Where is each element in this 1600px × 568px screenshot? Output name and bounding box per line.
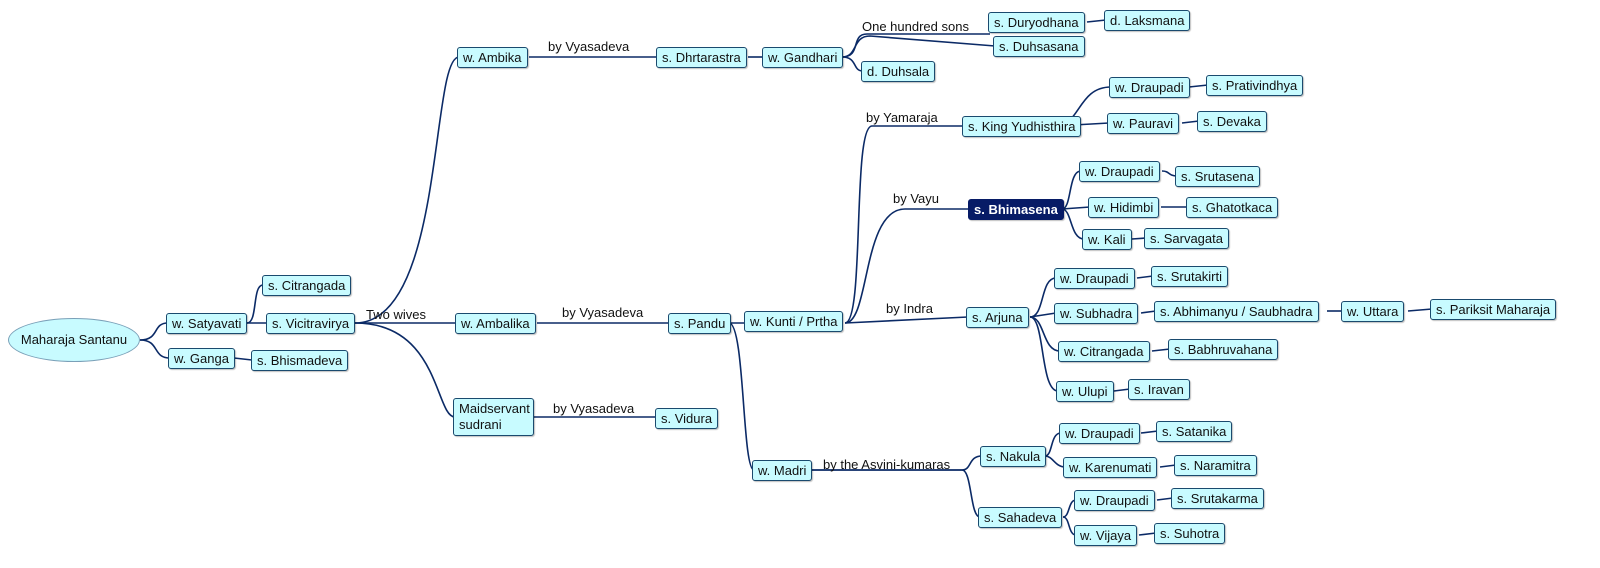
node-bhismadeva[interactable]: s. Bhismadeva xyxy=(251,350,349,371)
node-sahadeva-draupadi[interactable]: w. Draupadi xyxy=(1074,490,1155,511)
node-satyavati[interactable]: w. Satyavati xyxy=(166,313,248,334)
node-ambalika[interactable]: w. Ambalika xyxy=(455,313,536,334)
node-abhimanyu[interactable]: s. Abhimanyu / Saubhadra xyxy=(1154,301,1319,322)
node-yudhisthira-draupadi[interactable]: w. Draupadi xyxy=(1109,77,1190,98)
node-laksmana[interactable]: d. Laksmana xyxy=(1104,10,1191,31)
node-srutakarma[interactable]: s. Srutakarma xyxy=(1171,488,1264,509)
node-ghatotkaca[interactable]: s. Ghatotkaca xyxy=(1186,197,1279,218)
node-bhimasena[interactable]: s. Bhimasena xyxy=(968,199,1064,220)
node-satanika[interactable]: s. Satanika xyxy=(1156,421,1233,442)
node-prativindhya[interactable]: s. Prativindhya xyxy=(1206,75,1304,96)
label-by-vyasadeva-ambalika: by Vyasadeva xyxy=(562,305,644,320)
node-naramitra[interactable]: s. Naramitra xyxy=(1174,455,1257,476)
node-gandhari[interactable]: w. Gandhari xyxy=(762,47,844,68)
node-ambika[interactable]: w. Ambika xyxy=(457,47,528,68)
label-by-yamaraja: by Yamaraja xyxy=(866,110,938,125)
label-by-vyasadeva-ambika: by Vyasadeva xyxy=(548,39,630,54)
node-yudhisthira[interactable]: s. King Yudhisthira xyxy=(962,116,1082,137)
node-arjuna-draupadi[interactable]: w. Draupadi xyxy=(1054,268,1135,289)
node-madri[interactable]: w. Madri xyxy=(752,460,813,481)
node-nakula[interactable]: s. Nakula xyxy=(980,446,1047,467)
node-subhadra[interactable]: w. Subhadra xyxy=(1054,303,1139,324)
node-srutakirti[interactable]: s. Srutakirti xyxy=(1151,266,1229,287)
node-srutasena[interactable]: s. Srutasena xyxy=(1175,166,1260,187)
node-sahadeva[interactable]: s. Sahadeva xyxy=(978,507,1063,528)
node-nakula-draupadi[interactable]: w. Draupadi xyxy=(1059,423,1140,444)
node-pandu[interactable]: s. Pandu xyxy=(668,313,732,334)
node-duryodhana[interactable]: s. Duryodhana xyxy=(988,12,1085,33)
label-by-vayu: by Vayu xyxy=(893,191,940,206)
label-one-hundred-sons: One hundred sons xyxy=(862,19,969,34)
node-dhrtarastra[interactable]: s. Dhrtarastra xyxy=(656,47,747,68)
node-maharaja-santanu[interactable]: Maharaja Santanu xyxy=(8,318,140,362)
node-kunti[interactable]: w. Kunti / Prtha xyxy=(744,311,844,332)
node-pariksit[interactable]: s. Pariksit Maharaja xyxy=(1430,299,1557,320)
node-citrangada-son[interactable]: s. Citrangada xyxy=(262,275,352,296)
node-sarvagata[interactable]: s. Sarvagata xyxy=(1144,228,1229,249)
label-by-asvini-kumaras: by the Asvini-kumaras xyxy=(823,457,951,472)
node-maidservant-line2: sudrani xyxy=(459,417,502,432)
node-vijaya[interactable]: w. Vijaya xyxy=(1074,525,1138,546)
node-uttara[interactable]: w. Uttara xyxy=(1341,301,1405,322)
node-arjuna[interactable]: s. Arjuna xyxy=(966,307,1029,328)
node-maidservant[interactable]: Maidservant sudrani xyxy=(453,398,534,436)
node-maidservant-line1: Maidservant xyxy=(459,401,530,416)
node-hidimbi[interactable]: w. Hidimbi xyxy=(1088,197,1160,218)
node-devaka[interactable]: s. Devaka xyxy=(1197,111,1267,132)
node-pauravi[interactable]: w. Pauravi xyxy=(1107,113,1179,134)
node-babhruvahana[interactable]: s. Babhruvahana xyxy=(1168,339,1279,360)
node-vicitravirya[interactable]: s. Vicitravirya xyxy=(266,313,356,334)
node-duhsala[interactable]: d. Duhsala xyxy=(861,61,936,82)
node-karenumati[interactable]: w. Karenumati xyxy=(1063,457,1158,478)
node-ganga[interactable]: w. Ganga xyxy=(168,348,235,369)
label-by-vyasadeva-maidservant: by Vyasadeva xyxy=(553,401,635,416)
node-bhimasena-draupadi[interactable]: w. Draupadi xyxy=(1079,161,1160,182)
node-vidura[interactable]: s. Vidura xyxy=(655,408,719,429)
node-ulupi[interactable]: w. Ulupi xyxy=(1056,381,1114,402)
label-by-indra: by Indra xyxy=(886,301,933,316)
node-duhsasana[interactable]: s. Duhsasana xyxy=(993,36,1085,57)
label-two-wives: Two wives xyxy=(366,307,426,322)
node-suhotra[interactable]: s. Suhotra xyxy=(1154,523,1226,544)
node-kali[interactable]: w. Kali xyxy=(1082,229,1132,250)
node-iravan[interactable]: s. Iravan xyxy=(1128,379,1190,400)
node-arjuna-citrangada[interactable]: w. Citrangada xyxy=(1058,341,1150,362)
